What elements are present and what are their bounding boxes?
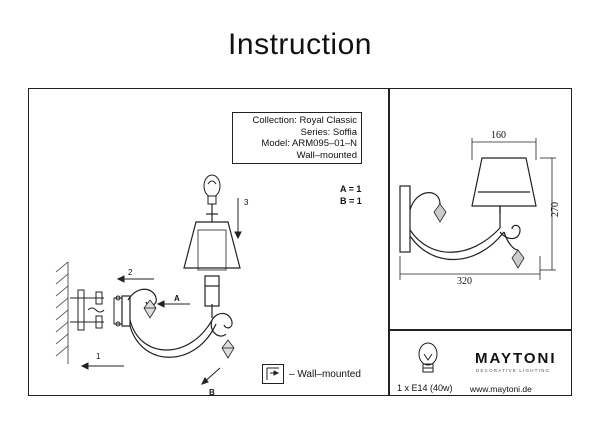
wall-hatch (55, 261, 69, 364)
wall-mounted-icon (266, 367, 280, 380)
brand-tagline: DECORATIVE LIGHTING (476, 368, 551, 373)
step-1-label: 1 (96, 352, 101, 361)
crystal-pendants-right (433, 203, 525, 269)
dimension-height: 270 (550, 202, 561, 217)
bulb-spec-icon (418, 342, 438, 373)
wall-plate (70, 289, 123, 331)
part-b-count: B = 1 (340, 196, 362, 206)
crystal-pendants (143, 299, 235, 359)
brand-logo: MAYTONI (475, 350, 557, 367)
product-info-box: Collection: Royal Classic Series: Soffia… (232, 112, 362, 164)
dimension-width-shade: 160 (491, 130, 506, 141)
part-b-label: B (209, 388, 215, 397)
lamp-arm (121, 275, 233, 358)
lamp-shade-left (183, 200, 241, 271)
series-label: Series: Soffia (300, 126, 357, 138)
dimension-lines (399, 138, 556, 280)
bulb-icon (203, 174, 221, 205)
dimension-width-total: 320 (457, 276, 472, 287)
part-a-count: A = 1 (340, 184, 362, 194)
instruction-frame (28, 88, 572, 396)
step-2-label: 2 (128, 268, 133, 277)
mount-label: Wall–mounted (296, 149, 357, 161)
page-title: Instruction (228, 28, 372, 61)
vertical-divider (388, 88, 390, 396)
horizontal-divider (388, 329, 572, 331)
collection-label: Collection: Royal Classic (252, 115, 357, 126)
wall-mounted-legend-box (262, 364, 284, 384)
step-3-label: 3 (244, 198, 249, 207)
step-arrows (80, 198, 242, 385)
part-a-label: A (174, 294, 180, 303)
brand-website: www.maytoni.de (470, 384, 532, 394)
lamp-side-view (399, 157, 537, 261)
bulb-spec-text: 1 x E14 (40w) (397, 383, 453, 393)
wall-mounted-legend-text: – Wall–mounted (289, 369, 361, 380)
model-label: Model: ARM095–01–N (261, 138, 357, 149)
